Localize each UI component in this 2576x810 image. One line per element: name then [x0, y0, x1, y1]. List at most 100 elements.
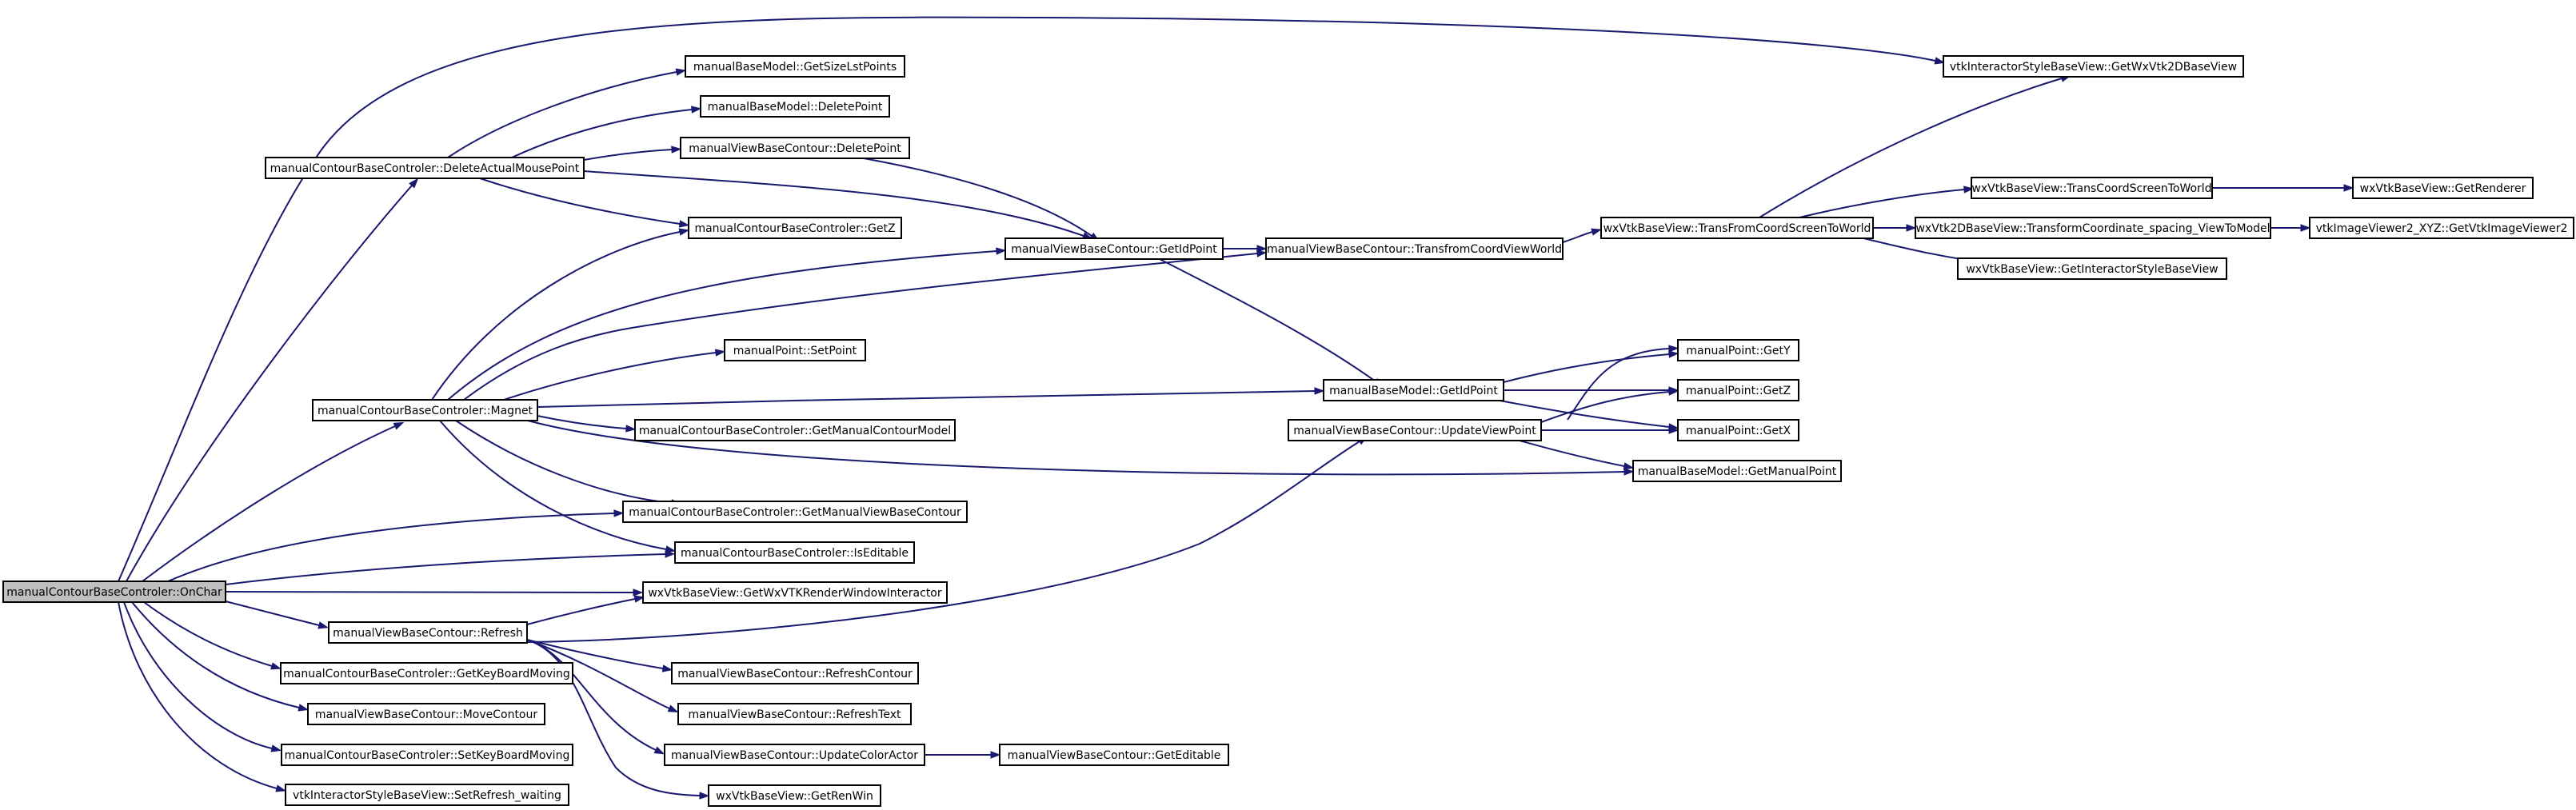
node-box[interactable]	[281, 744, 573, 766]
node-manualviewbasecontour-refresh[interactable]: manualViewBaseContour::Refresh	[328, 621, 528, 644]
node-manualviewbasecontour-getidpoint[interactable]: manualViewBaseContour::GetIdPoint	[1004, 237, 1224, 260]
edge-arrowhead	[1934, 57, 1946, 65]
node-box[interactable]	[1677, 339, 1799, 361]
node-wxvtk2dbaseview-transformcoordinate-spacing-viewtomodel[interactable]: wxVtk2DBaseView::TransformCoordinate_spa…	[1915, 217, 2271, 239]
node-manualcontourbasecontroler-onchar[interactable]: manualContourBaseControler::OnChar	[2, 581, 226, 603]
node-manualbasemodel-getmanualpoint[interactable]: manualBaseModel::GetManualPoint	[1632, 460, 1842, 482]
node-label: vtkImageViewer2_XYZ::GetVtkImageViewer2	[2316, 222, 2568, 235]
node-manualviewbasecontour-movecontour[interactable]: manualViewBaseContour::MoveContour	[307, 703, 545, 725]
node-manualviewbasecontour-updatecoloractor[interactable]: manualViewBaseContour::UpdateColorActor	[664, 744, 925, 766]
node-wxvtkbaseview-getrenderer[interactable]: wxVtkBaseView::GetRenderer	[2352, 177, 2534, 199]
node-manualbasemodel-getidpoint[interactable]: manualBaseModel::GetIdPoint	[1323, 379, 1504, 401]
node-box[interactable]	[999, 744, 1229, 766]
edge-arrowhead	[270, 662, 282, 670]
node-manualcontourbasecontroler-deleteactualmousepoint[interactable]: manualContourBaseControler::DeleteActual…	[265, 157, 585, 179]
node-box[interactable]	[328, 621, 528, 644]
node-box[interactable]	[1677, 419, 1799, 441]
node-manualbasemodel-getsizelstpoints[interactable]: manualBaseModel::GetSizeLstPoints	[685, 55, 905, 78]
edge-manualviewbasecontour-deletepoint-to-manualviewbasecontour-getidpoint	[863, 158, 1092, 237]
edge-manualcontourbasecontroler-magnet-to-manualcontourbasecontroler-getz	[431, 231, 681, 401]
node-box[interactable]	[1004, 237, 1224, 260]
node-box[interactable]	[265, 157, 585, 179]
node-box[interactable]	[674, 541, 915, 564]
node-box[interactable]	[671, 662, 919, 684]
node-box[interactable]	[1265, 237, 1564, 260]
node-box[interactable]	[2, 581, 226, 603]
node-label: manualViewBaseContour::UpdateViewPoint	[1293, 425, 1536, 437]
node-box[interactable]	[634, 419, 956, 441]
node-box[interactable]	[1677, 379, 1799, 401]
node-box[interactable]	[2352, 177, 2534, 199]
edge-manualviewbasecontour-updateviewpoint-to-manualbasemodel-getmanualpoint	[1519, 440, 1625, 467]
node-box[interactable]	[312, 399, 538, 421]
node-box[interactable]	[2309, 217, 2574, 239]
node-manualcontourbasecontroler-getkeyboardmoving[interactable]: manualContourBaseControler::GetKeyBoardM…	[280, 662, 573, 684]
node-manualcontourbasecontroler-setkeyboardmoving[interactable]: manualContourBaseControler::SetKeyBoardM…	[281, 744, 573, 766]
node-wxvtkbaseview-getinteractorstylebaseview[interactable]: wxVtkBaseView::GetInteractorStyleBaseVie…	[1957, 257, 2227, 280]
node-box[interactable]	[724, 339, 866, 361]
node-box[interactable]	[307, 703, 545, 725]
edge-arrowhead	[665, 545, 677, 553]
edge-manualcontourbasecontroler-onchar-to-manualviewbasecontour-movecontour	[131, 601, 300, 708]
node-manualpoint-getz[interactable]: manualPoint::GetZ	[1677, 379, 1799, 401]
node-manualviewbasecontour-transfromcoordviewworld[interactable]: manualViewBaseContour::TransfromCoordVie…	[1265, 237, 1564, 260]
node-manualbasemodel-deletepoint[interactable]: manualBaseModel::DeletePoint	[700, 95, 890, 118]
node-manualviewbasecontour-refreshtext[interactable]: manualViewBaseContour::RefreshText	[677, 703, 912, 725]
edge-arrowhead	[270, 744, 282, 752]
node-manualcontourbasecontroler-getz[interactable]: manualContourBaseControler::GetZ	[688, 217, 902, 239]
node-wxvtkbaseview-getwxvtkrenderwindowinteractor[interactable]: wxVtkBaseView::GetWxVTKRenderWindowInter…	[642, 581, 948, 604]
node-manualviewbasecontour-geteditable[interactable]: manualViewBaseContour::GetEditable	[999, 744, 1229, 766]
node-manualpoint-gety[interactable]: manualPoint::GetY	[1677, 339, 1799, 361]
node-label: wxVtkBaseView::GetWxVTKRenderWindowInter…	[648, 587, 942, 600]
node-box[interactable]	[1632, 460, 1842, 482]
edge-arrowhead	[1623, 468, 1635, 476]
node-box[interactable]	[1288, 419, 1542, 441]
node-box[interactable]	[708, 784, 881, 807]
node-label: manualBaseModel::GetManualPoint	[1638, 465, 1837, 478]
node-box[interactable]	[1957, 257, 2227, 280]
node-label: manualPoint::GetY	[1686, 345, 1791, 357]
node-box[interactable]	[1943, 55, 2244, 78]
node-box[interactable]	[1971, 177, 2213, 199]
node-manualviewbasecontour-deletepoint[interactable]: manualViewBaseContour::DeletePoint	[680, 137, 910, 159]
node-manualcontourbasecontroler-magnet[interactable]: manualContourBaseControler::Magnet	[312, 399, 538, 421]
node-box[interactable]	[685, 55, 905, 78]
edge-manualcontourbasecontroler-onchar-to-manualcontourbasecontroler-deleteactualmousepoint	[126, 185, 413, 582]
node-vtkinteractorstylebaseview-getwxvtk2dbaseview[interactable]: vtkInteractorStyleBaseView::GetWxVtk2DBa…	[1943, 55, 2244, 78]
node-manualviewbasecontour-refreshcontour[interactable]: manualViewBaseContour::RefreshContour	[671, 662, 919, 684]
node-manualviewbasecontour-updateviewpoint[interactable]: manualViewBaseContour::UpdateViewPoint	[1288, 419, 1542, 441]
node-box[interactable]	[664, 744, 925, 766]
edge-arrowhead	[1668, 426, 1679, 434]
edge-arrowhead	[633, 589, 644, 597]
node-vtkinteractorstylebaseview-setrefresh-waiting[interactable]: vtkInteractorStyleBaseView::SetRefresh_w…	[285, 784, 569, 806]
node-box[interactable]	[285, 784, 569, 806]
node-manualcontourbasecontroler-getmanualcontourmodel[interactable]: manualContourBaseControler::GetManualCon…	[634, 419, 956, 441]
node-wxvtkbaseview-transfromcoordscreentoworld[interactable]: wxVtkBaseView::TransFromCoordScreenToWor…	[1600, 217, 1874, 239]
node-box[interactable]	[1915, 217, 2271, 239]
node-label: manualContourBaseControler::GetManualCon…	[639, 425, 951, 437]
node-wxvtkbaseview-getrenwin[interactable]: wxVtkBaseView::GetRenWin	[708, 784, 881, 807]
node-box[interactable]	[1323, 379, 1504, 401]
node-manualcontourbasecontroler-iseditable[interactable]: manualContourBaseControler::IsEditable	[674, 541, 915, 564]
edge-manualcontourbasecontroler-magnet-to-manualviewbasecontour-getidpoint	[447, 250, 997, 401]
node-box[interactable]	[677, 703, 912, 725]
edge-arrowhead	[1623, 462, 1635, 470]
node-manualpoint-setpoint[interactable]: manualPoint::SetPoint	[724, 339, 866, 361]
edge-manualcontourbasecontroler-magnet-to-manualcontourbasecontroler-getmanualviewbasecontour	[455, 420, 673, 504]
node-box[interactable]	[688, 217, 902, 239]
node-box[interactable]	[680, 137, 910, 159]
node-box[interactable]	[642, 581, 948, 604]
node-box[interactable]	[280, 662, 573, 684]
node-wxvtkbaseview-transcoordscreentoworld[interactable]: wxVtkBaseView::TransCoordScreenToWorld	[1971, 177, 2213, 199]
edge-arrowhead	[1256, 249, 1268, 257]
node-box[interactable]	[700, 95, 890, 118]
edge-arrowhead	[1668, 388, 1679, 396]
node-label: manualContourBaseControler::Magnet	[318, 405, 533, 417]
node-vtkimageviewer2-xyz-getvtkimageviewer2[interactable]: vtkImageViewer2_XYZ::GetVtkImageViewer2	[2309, 217, 2574, 239]
node-box[interactable]	[1600, 217, 1874, 239]
edge-arrowhead	[2300, 224, 2311, 232]
edge-arrowhead	[667, 704, 679, 712]
node-box[interactable]	[622, 501, 968, 523]
node-manualcontourbasecontroler-getmanualviewbasecontour[interactable]: manualContourBaseControler::GetManualVie…	[622, 501, 968, 523]
node-manualpoint-getx[interactable]: manualPoint::GetX	[1677, 419, 1799, 441]
